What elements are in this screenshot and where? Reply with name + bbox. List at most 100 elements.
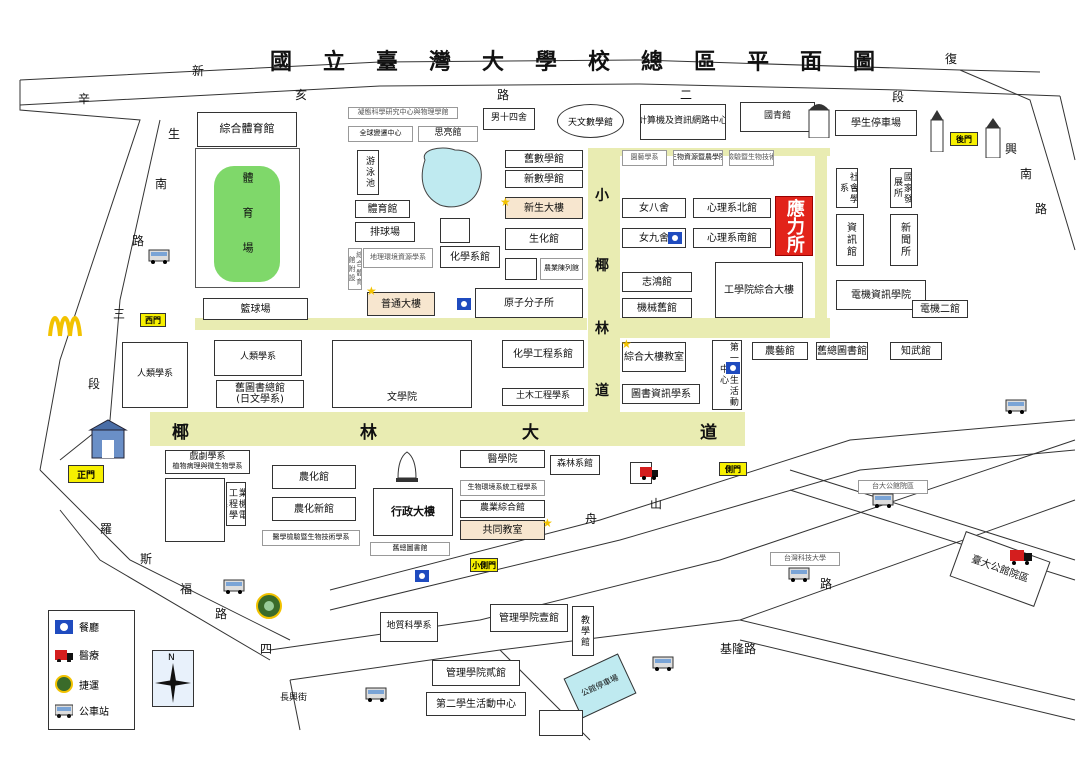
building-psych-s: 心理系南館 [693,228,771,248]
building-gym: 體育館 [355,200,410,218]
dining-icon [55,619,73,634]
title-char: 國 [270,49,293,75]
inner-road [815,148,827,338]
building-lit: 文學院 [332,340,472,408]
legend-dining: 餐廳 [79,623,99,634]
building-stadium: 體育場 [214,166,280,282]
gate-main: 正門 [68,465,104,483]
road-label: 福 [180,582,193,596]
title-char: 校 [588,49,611,75]
star-icon: ★ [500,195,511,209]
title-char: 立 [323,49,346,75]
inner-road [620,318,830,338]
building-zonghe: 綜合大樓教室 [622,342,686,372]
title-char: 面 [800,49,823,75]
medical-icon [1010,550,1032,565]
small-avenue-label: 道 [595,383,609,399]
building-small: 農業陳列館 [540,258,583,280]
building-ee: 電機資訊學院 [836,280,926,310]
small-avenue [588,148,620,412]
building-geo: 地理環境資源學系 [363,248,433,268]
mcdonalds-icon [48,316,82,337]
building-admin: 行政大樓 [373,488,453,536]
building-agri: 農化館 [272,465,356,489]
building-sports: 綜合體育館 [197,112,297,147]
building-mechanics: 應力所 [775,196,813,256]
building-nanjing: 人類學系 [122,342,188,408]
building-shengwu: 生物環境系統工程學系 [460,480,545,496]
building-chemeng: 化學工程系館 [502,340,584,368]
title-char: 圖 [853,49,876,75]
tower-icon [808,104,830,138]
building-small: 舊總圖書館 [816,342,868,360]
bus-icon [872,493,894,508]
main-gate-icon [88,419,128,459]
road-label: 路 [1035,202,1048,216]
building-student2: 第二學生活動中心 [426,692,526,716]
building-physics-center: 凝態科學研究中心與物理學館 [348,107,458,119]
small-avenue-label: 小 [595,188,609,204]
mrt-icon [55,675,73,693]
building-psych-n: 心理系北館 [693,198,771,218]
building-twtech: 台灣科技大學 [770,552,840,566]
building-teaching: 教學館 [572,606,594,656]
building-library: 舊圖書總館(日文學系) [216,380,304,408]
road-label: 路 [820,577,833,591]
road-label: 段 [88,377,101,391]
building-civil: 土木工程學系 [502,388,584,406]
building-women8: 女八舍 [622,198,686,218]
dining-icon [726,362,740,374]
avenue-label: 道 [700,423,717,443]
building-small: 舊總圖書館 [370,542,450,556]
library-name: 舊圖書總館 [235,383,285,394]
building-yitai: 醫學院 [460,450,545,468]
road-label: 羅 [100,522,113,536]
road-label: 新 [192,64,205,78]
building-global: 全球變遷中心 [348,126,413,142]
building-student1: 第一學生活動中心 [712,340,742,410]
building-ee2: 電機二館 [912,300,968,318]
small-avenue-label: 椰 [595,258,609,274]
road-label: 二 [680,88,693,102]
building-drama: 戲劇學系植物病理與微生物學系 [165,450,250,474]
building-physics: 原子分子所 [475,288,583,318]
bus-icon [1005,399,1027,414]
building-small: 生物產業機電工程學系 [226,482,246,526]
mrt-icon [256,593,282,619]
bus-icon [788,567,810,582]
road-label: 南 [155,177,168,191]
road-label: 舟 [585,512,598,526]
title-char: 學 [535,49,558,75]
road-label: 斯 [140,552,153,566]
compass-north-label: N [168,653,175,663]
map-legend: 餐廳 醫療 捷運 公車站 [48,610,135,730]
building-hall17: 男十四舍 [483,108,535,130]
title-char: 區 [694,49,717,75]
building-natatorium: 游泳池 [357,150,379,195]
building-zixun: 資訊館 [836,214,864,266]
building-forest: 森林系館 [550,455,600,475]
building-libinfo: 圖書資訊學系 [622,384,700,404]
medical-icon [55,649,73,662]
drama-name: 戲劇學系 [189,452,226,463]
main-avenue [150,412,745,446]
bus-icon [365,687,387,702]
building-manage1: 管理學院壹館 [490,604,568,632]
building-mech: 機械舊館 [622,298,692,318]
gate-side: 側門 [719,462,747,476]
medical-icon [640,467,658,480]
star-icon: ★ [621,337,632,351]
bus-icon [148,249,170,264]
road-label: 基隆路 [720,642,757,656]
building-putong: 普通大樓 [367,292,435,316]
building-small: 綜合體育館附設 [348,248,362,290]
building-xinsheng: 新生大樓 [505,197,583,219]
building-chem: 化學系館 [440,246,500,268]
library-sub: (日文學系) [236,394,284,405]
building-parking: 學生停車場 [835,110,917,136]
building-nongyi: 農藝館 [752,342,808,360]
road-label: 三 [113,307,126,321]
building-siliang: 思亮館 [418,126,478,142]
building-small: 醫學檢驗暨生物技術學系 [729,150,774,166]
building-anthro: 人類學系 [214,340,302,376]
